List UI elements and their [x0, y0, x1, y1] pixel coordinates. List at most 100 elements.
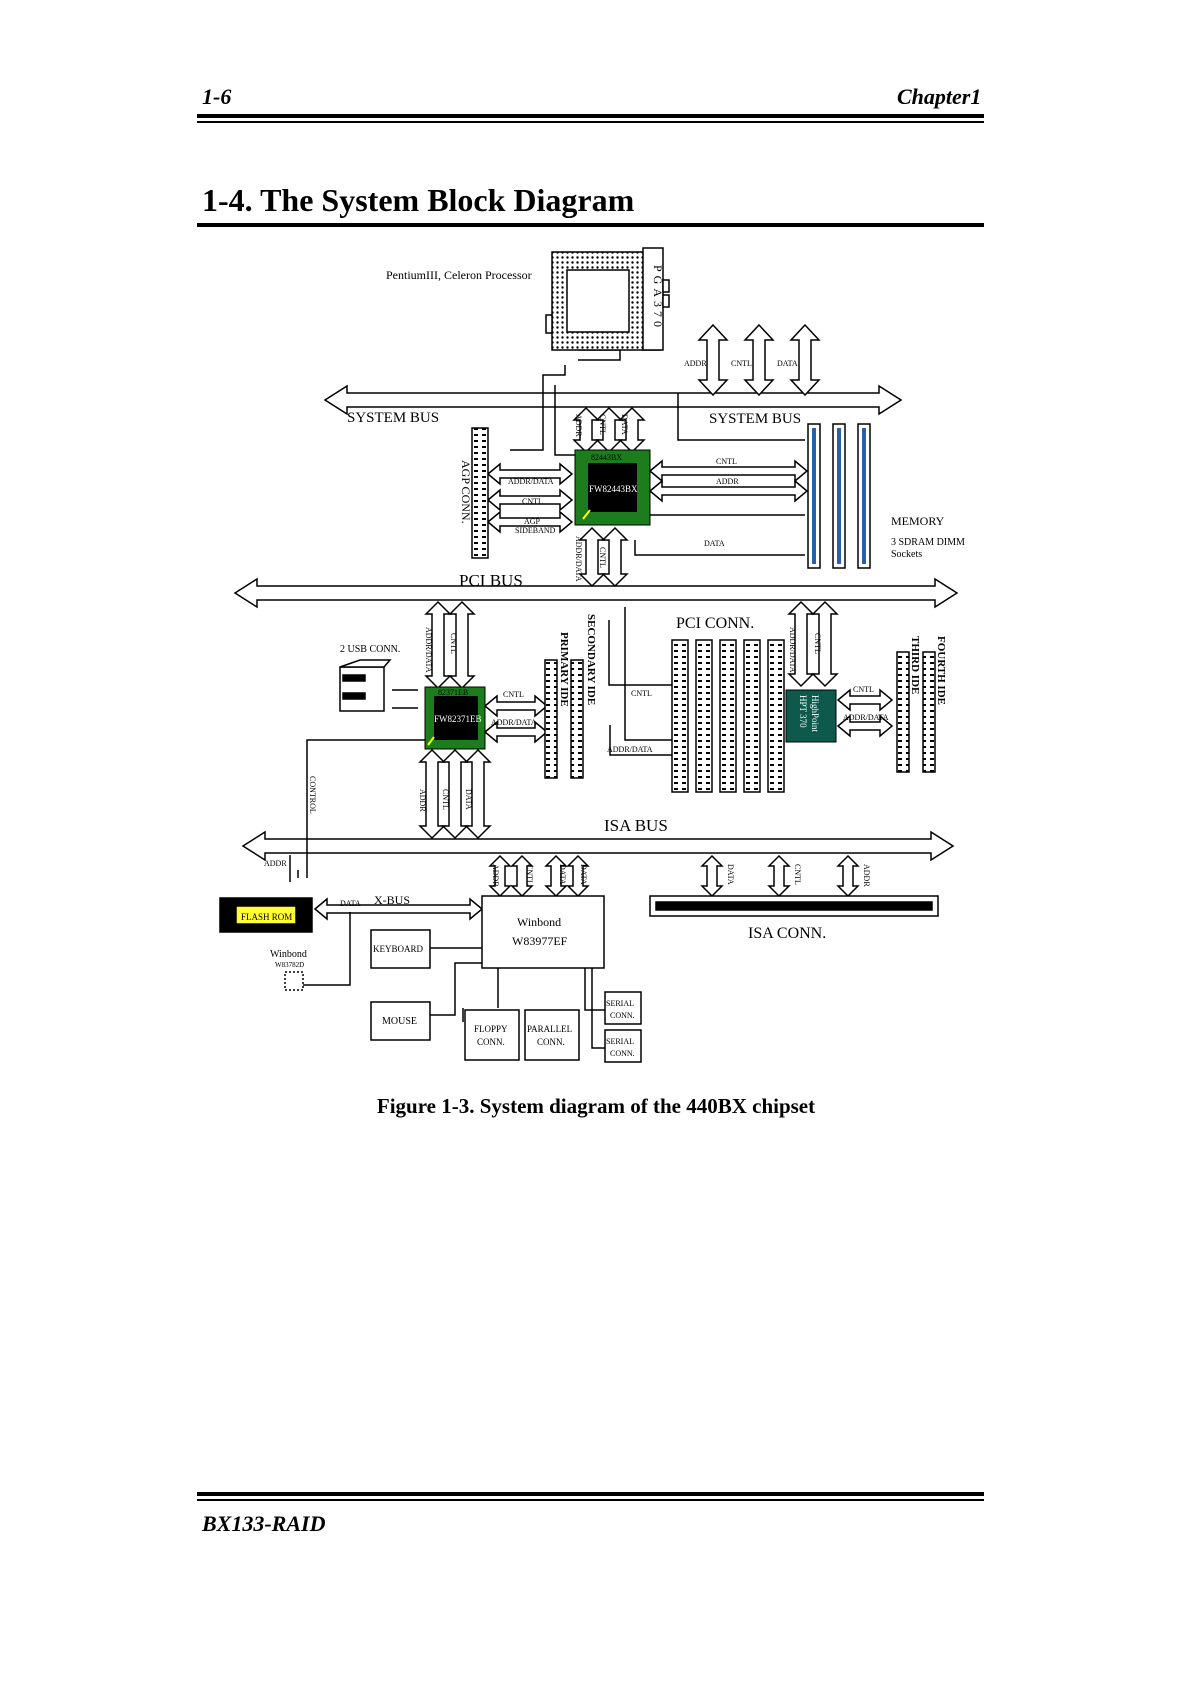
connector-lines — [289, 349, 805, 1049]
usb-conn-label: 2 USB CONN. — [340, 644, 400, 655]
floppy-box — [464, 1009, 520, 1061]
sig-cntl: CNTL — [716, 457, 737, 466]
memory-label: MEMORY — [891, 514, 945, 528]
serial-label-2b: CONN. — [610, 1049, 635, 1058]
sig-addr-data: ADDR/DATA — [788, 627, 797, 673]
sig-cntl: CNTL — [449, 633, 458, 654]
keyboard-box — [370, 929, 431, 969]
sig-cntl: CNTL — [525, 864, 534, 885]
footer-rule — [197, 1492, 984, 1496]
system-bus-label-left: SYSTEM BUS — [347, 410, 439, 426]
flash-rom-chip — [219, 897, 313, 933]
third-ide-label: THIRD IDE — [909, 636, 921, 694]
usb-connector — [339, 659, 392, 712]
w83782d-chip — [284, 971, 304, 991]
sig-addr-data: ADDR/DATA — [843, 713, 889, 722]
sig-data: DATA — [777, 359, 798, 368]
winbond-small-label-1: Winbond — [270, 949, 307, 960]
pci-bus-label: PCI BUS — [459, 571, 523, 590]
header-rule — [197, 114, 984, 118]
primary-ide-label: PRIMARY IDE — [558, 632, 570, 707]
sig-addr: ADDR — [418, 789, 427, 812]
keyboard-label: KEYBOARD — [373, 944, 424, 954]
sig-cntl: CNTL — [853, 685, 874, 694]
figure-caption: Figure 1-3. System diagram of the 440BX … — [376, 1094, 816, 1118]
third-ide-connector — [896, 651, 910, 773]
chapter-title: Chapter1 — [897, 84, 982, 109]
pci-slots — [671, 639, 785, 793]
mouse-box — [370, 1001, 431, 1041]
footer-model: BX133-RAID — [202, 1511, 326, 1536]
sig-cntl: CNTL — [793, 864, 802, 885]
highpoint-label-1: HighPoint — [810, 695, 820, 733]
sig-addr: ADDR — [264, 859, 287, 868]
winbond-small-label-2: W83782D — [275, 961, 304, 969]
north-bridge-top-label: 82443BX — [591, 453, 622, 462]
system-bus-label-right: SYSTEM BUS — [709, 411, 801, 427]
sig-data: DATA — [726, 864, 735, 885]
socket-label: PGA370 — [651, 265, 665, 331]
highpoint-label-2: HPT 370 — [798, 695, 808, 728]
memory-sub1: 3 SDRAM DIMM — [891, 537, 965, 548]
serial-label-1a: SERIAL — [606, 999, 634, 1008]
agp-conn-label: AGP CONN. — [459, 460, 473, 524]
fourth-ide-label: FOURTH IDE — [935, 636, 947, 705]
sig-cntl: CNTL — [598, 414, 607, 435]
sig-addr: ADDR — [862, 864, 871, 887]
pci-conn-label: PCI CONN. — [676, 615, 754, 632]
floppy-label-2: CONN. — [477, 1037, 505, 1047]
sig-addr: ADDR — [684, 359, 707, 368]
sig-cntl: CNTL — [598, 547, 607, 568]
sig-data: DATA — [464, 789, 473, 810]
south-bridge-label: FW82371EB — [434, 714, 482, 724]
south-bridge-top-label: 82371EB — [438, 688, 468, 697]
sig-addr: ADDR — [491, 864, 500, 887]
section-title-rule — [197, 223, 984, 227]
superio-label-1: Winbond — [517, 915, 561, 929]
highpoint-chip — [785, 689, 837, 743]
fourth-ide-connector — [922, 651, 936, 773]
serial-box-2 — [604, 1029, 642, 1063]
parallel-box — [524, 1009, 580, 1061]
sig-cntl: CNTL — [731, 359, 752, 368]
serial-box-1 — [604, 991, 642, 1025]
floppy-label-1: FLOPPY — [474, 1024, 508, 1034]
sig-data: DATA — [579, 864, 588, 885]
isa-conn-label: ISA CONN. — [748, 925, 826, 942]
sig-addr-data: ADDR/DATA — [508, 477, 554, 486]
isa-bus — [241, 830, 955, 862]
sig-cntl: CNTL — [813, 633, 822, 654]
header-rule-thin — [197, 121, 984, 123]
secondary-ide-label: SECONDARY IDE — [585, 614, 597, 705]
memory-sub2: Sockets — [891, 549, 922, 560]
sig-agp-2: SIDEBAND — [515, 526, 556, 535]
page-number: 1-6 — [202, 84, 232, 109]
serial-label-1b: CONN. — [610, 1011, 635, 1020]
sig-cntl: CNTL — [441, 789, 450, 810]
secondary-ide-connector — [570, 659, 584, 779]
sig-addr: ADDR — [716, 477, 739, 486]
primary-ide-connector — [544, 659, 558, 779]
flash-rom-label: FLASH ROM — [241, 912, 292, 922]
processor-label: PentiumIII, Celeron Processor — [386, 268, 532, 282]
isa-slot — [649, 895, 939, 917]
sig-addr-data: ADDR/DATA — [491, 718, 537, 727]
sig-agp-1: AGP — [524, 517, 541, 526]
sig-cntl: CNTL — [522, 497, 543, 506]
sig-cntl: CNTL — [631, 689, 652, 698]
sig-control: CONTROL — [308, 776, 317, 814]
superio-chip — [481, 895, 605, 969]
dimm-stripes — [812, 428, 866, 564]
section-title: 1-4. The System Block Diagram — [202, 182, 635, 218]
parallel-label-1: PARALLEL — [527, 1024, 572, 1034]
superio-label-2: W83977EF — [512, 934, 568, 948]
sig-data: DATA — [558, 864, 567, 885]
footer-rule-thin — [197, 1499, 984, 1501]
sig-data: DATA — [704, 539, 725, 548]
pci-bus — [233, 577, 959, 609]
sig-addr-data: ADDR/DATA — [607, 745, 653, 754]
sig-data: DATA — [620, 414, 629, 435]
sig-data: DATA — [340, 899, 361, 908]
sig-cntl: CNTL — [503, 690, 524, 699]
